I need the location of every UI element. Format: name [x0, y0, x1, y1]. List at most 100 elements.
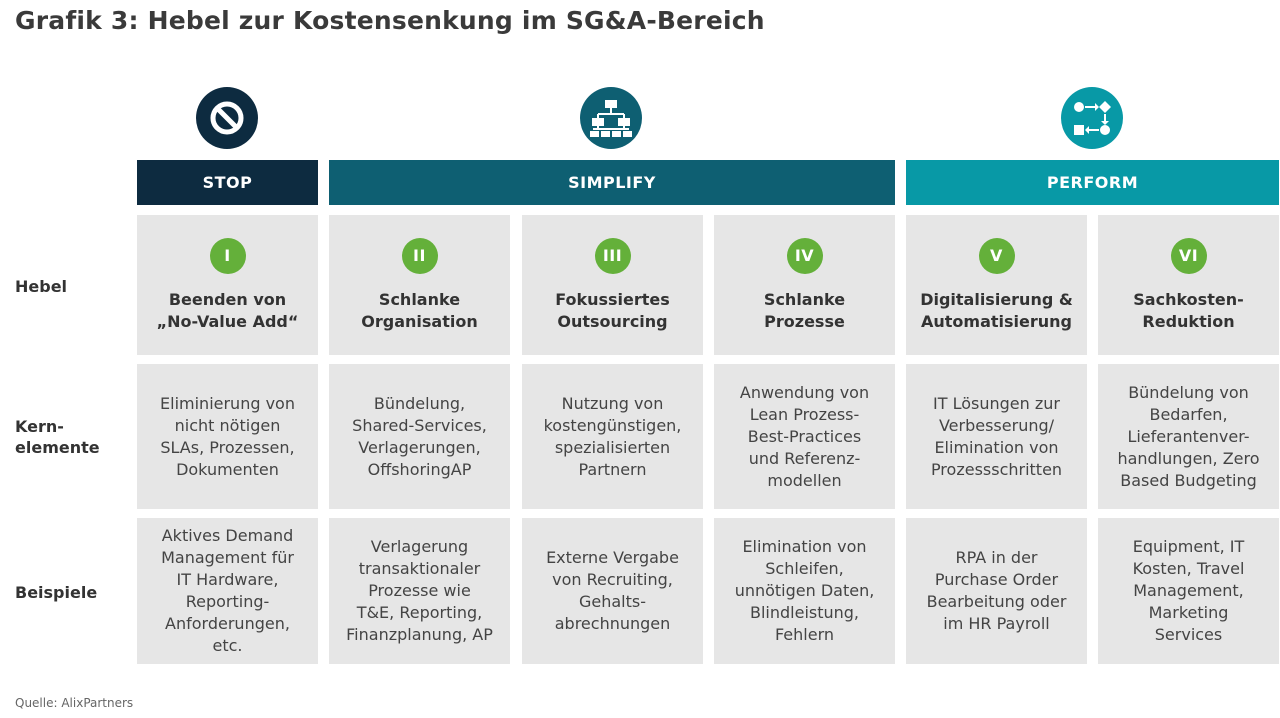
lever-title-line: Outsourcing [557, 311, 668, 331]
row-label-kern-line1: Kern- [15, 417, 64, 436]
band-perform: PERFORM [906, 160, 1279, 205]
cell-text-line: Verlagerung [370, 537, 469, 556]
cell-text-line: Lieferantenver- [1127, 426, 1250, 446]
cell-text-line: Prozessschritten [930, 459, 1063, 479]
cell-text-line: im HR Payroll [943, 614, 1050, 633]
cell-text-line: Purchase Order [934, 570, 1059, 589]
lever-title-line: Schlanke [763, 289, 846, 309]
cell-text-line: Elimination von [742, 537, 867, 556]
cell-text-line: und Referenz- [748, 448, 861, 468]
cell-text-line: Eliminierung von [160, 393, 295, 413]
cell-text-line: Marketing [1148, 603, 1229, 622]
cell-text-line: IT Lösungen zur [933, 393, 1060, 413]
kernelemente-cell: Bündelung von Bedarfen, Lieferantenver- … [1098, 364, 1279, 509]
beispiele-cell: Verlagerung transaktionaler Prozesse wie… [329, 518, 510, 664]
lever-number-badge: IV [786, 237, 823, 274]
cell-text-line: Prozesse wie [368, 581, 471, 600]
lever-number-badge: III [594, 237, 631, 274]
cell-text-line: modellen [767, 470, 842, 490]
lever-title-line: Digitalisierung & [920, 289, 1073, 309]
cell-text-line: Verlagerungen, [358, 437, 481, 457]
cell-text-line: Nutzung von [561, 393, 664, 413]
cell-text-line: Elimination von [934, 437, 1059, 457]
cell-text-line: Finanzplanung, AP [346, 625, 493, 644]
cell-text-line: Fehlern [774, 625, 835, 644]
cell-text-line: handlungen, Zero [1117, 448, 1260, 468]
lever-cell: I Beenden von „No-Value Add“ [137, 215, 318, 355]
row-label-kernelemente: Kern- elemente [15, 416, 100, 458]
cell-text-line: Aktives Demand [161, 526, 294, 545]
cell-text-line: Based Budgeting [1120, 470, 1257, 490]
stop-circle [196, 87, 258, 149]
cell-text-line: SLAs, Prozessen, [160, 437, 295, 457]
cell-text-line: T&E, Reporting, [356, 603, 483, 622]
beispiele-cell: Elimination von Schleifen, unnötigen Dat… [714, 518, 895, 664]
source-note: Quelle: AlixPartners [15, 696, 134, 710]
kernelemente-cell: IT Lösungen zur Verbesserung/ Eliminatio… [906, 364, 1087, 509]
lever-number-badge: II [401, 237, 438, 274]
cell-text-line: Kosten, Travel [1132, 559, 1245, 578]
cell-text-line: kostengünstigen, [543, 415, 682, 435]
row-label-hebel: Hebel [15, 277, 68, 296]
lever-title-line: Organisation [361, 311, 478, 331]
cell-text-line: Equipment, IT [1132, 537, 1245, 556]
beispiele-cell: RPA in der Purchase Order Bearbeitung od… [906, 518, 1087, 664]
kernelemente-cell: Bündelung, Shared-Services, Verlagerunge… [329, 364, 510, 509]
lever-title-line: Fokussiertes [555, 289, 670, 309]
lever-title-line: Sachkosten- [1133, 289, 1244, 309]
cell-text-line: Blindleistung, [749, 603, 860, 622]
row-label-beispiele: Beispiele [15, 583, 98, 602]
cell-text-line: Lean Prozess- [749, 404, 860, 424]
lever-title-line: Prozesse [764, 311, 845, 331]
beispiele-cell: Externe Vergabe von Recruiting, Gehalts-… [522, 518, 703, 664]
kernelemente-cell: Anwendung von Lean Prozess- Best-Practic… [714, 364, 895, 509]
band-simplify: SIMPLIFY [329, 160, 895, 205]
org-chart-icon [590, 100, 632, 137]
lever-cell: V Digitalisierung & Automatisierung [906, 215, 1087, 355]
cell-text-line: Reporting- [185, 592, 270, 611]
beispiele-cell: Aktives Demand Management für IT Hardwar… [137, 518, 318, 664]
row-label-kern-line2: elemente [15, 438, 100, 457]
cell-text-line: Management für [161, 548, 294, 567]
cell-text-line: Partnern [578, 459, 647, 479]
cell-text-line: Dokumenten [176, 459, 279, 479]
cell-text-line: spezialisierten [554, 437, 671, 457]
cell-text-line: Bündelung von [1128, 382, 1249, 402]
stop-prohibited-icon [210, 101, 244, 135]
cell-text-line: Bündelung, [373, 393, 466, 413]
lever-cell: VI Sachkosten- Reduktion [1098, 215, 1279, 355]
kernelemente-cell: Eliminierung von nicht nötigen SLAs, Pro… [137, 364, 318, 509]
cell-text-line: Gehalts- [578, 592, 646, 611]
cell-text-line: Bedarfen, [1149, 404, 1228, 424]
cell-text-line: Shared-Services, [352, 415, 487, 435]
lever-number-badge: V [978, 237, 1015, 274]
cell-text-line: Anwendung von [739, 382, 870, 402]
cell-text-line: nicht nötigen [174, 415, 281, 435]
lever-cell: III Fokussiertes Outsourcing [522, 215, 703, 355]
process-flow-icon [1074, 101, 1111, 135]
cell-text-line: unnötigen Daten, [734, 581, 875, 600]
cell-text-line: Externe Vergabe [546, 548, 679, 567]
cell-text-line: RPA in der [955, 548, 1038, 567]
simplify-circle [580, 87, 642, 149]
kernelemente-cell: Nutzung von kostengünstigen, spezialisie… [522, 364, 703, 509]
lever-title-line: Automatisierung [921, 311, 1072, 331]
chart-title: Grafik 3: Hebel zur Kostensenkung im SG&… [15, 6, 765, 35]
band-stop: STOP [137, 160, 318, 205]
cell-text-line: Anforderungen, [165, 614, 290, 633]
cell-text-line: von Recruiting, [552, 570, 673, 589]
cell-text-line: IT Hardware, [176, 570, 279, 589]
cell-text-line: OffshoringAP [367, 459, 472, 479]
cell-text-line: transaktionaler [358, 559, 481, 578]
cell-text-line: Best-Practices [747, 426, 862, 446]
cell-text-line: etc. [212, 636, 243, 655]
lever-title-line: „No-Value Add“ [156, 311, 299, 331]
lever-number-badge: I [209, 237, 246, 274]
lever-title-line: Reduktion [1142, 311, 1235, 331]
beispiele-cell: Equipment, IT Kosten, Travel Management,… [1098, 518, 1279, 664]
perform-circle [1061, 87, 1123, 149]
cell-text-line: Bearbeitung oder [926, 592, 1067, 611]
lever-cell: IV Schlanke Prozesse [714, 215, 895, 355]
cell-text-line: Verbesserung/ [938, 415, 1055, 435]
lever-title-line: Schlanke [378, 289, 461, 309]
